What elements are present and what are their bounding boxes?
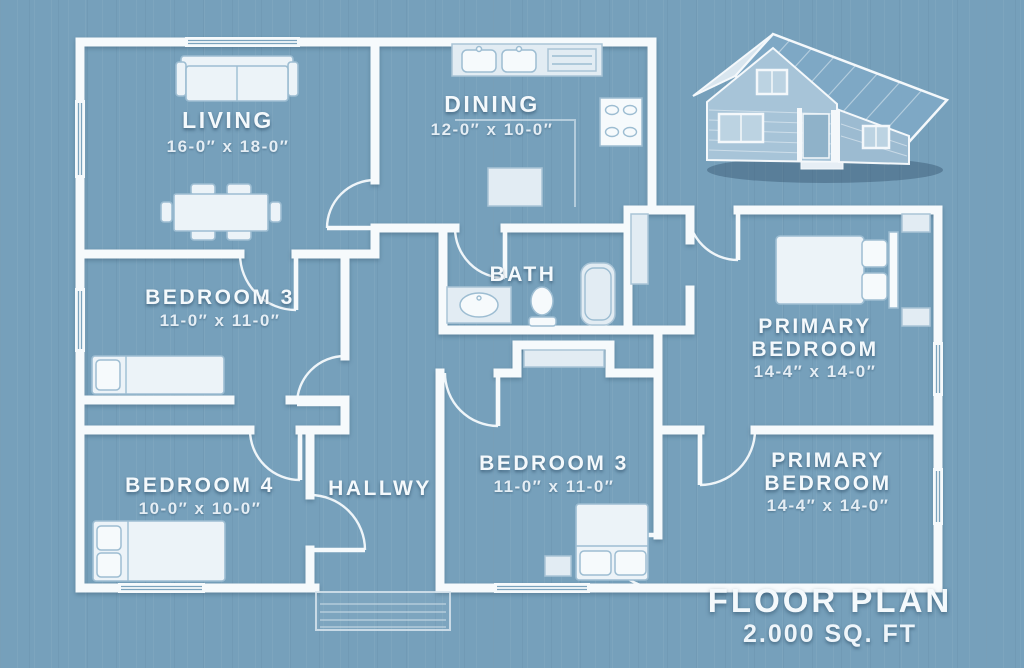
window-icon — [933, 468, 943, 525]
nightstand-icon — [901, 307, 931, 327]
room-label-hallway: HALLWY — [328, 477, 432, 500]
floor-plan-area: 2.000 SQ. FT — [743, 620, 917, 648]
door-arc-icon — [453, 227, 508, 280]
door-arc-icon — [295, 354, 346, 407]
room-dims-bedroom4: 10-0″ x 10-0″ — [139, 499, 262, 518]
door-arc-icons — [238, 178, 757, 590]
room-label-primary-top-2: BEDROOM — [751, 338, 878, 361]
nightstand-icon — [901, 213, 931, 233]
closet-shelf-icon — [523, 349, 605, 368]
room-label-dining: DINING — [444, 91, 540, 117]
door-arc-icon — [325, 178, 376, 231]
bed-icon — [544, 503, 649, 581]
sofa-icon — [175, 55, 299, 102]
closet-shelf-icon — [630, 213, 649, 285]
door-arc-icon — [443, 372, 501, 428]
nightstand-icon — [544, 555, 572, 577]
window-icon — [118, 583, 205, 593]
door-arc-icon — [248, 429, 303, 482]
toilet-icon — [528, 286, 557, 327]
room-dims-dining: 12-0″ x 10-0″ — [431, 120, 554, 139]
window-icon — [75, 100, 85, 178]
bed-icon — [92, 520, 226, 582]
kitchen-sink-icon — [451, 43, 603, 77]
room-label-bath: BATH — [490, 263, 557, 286]
room-label-primary-top-1: PRIMARY — [758, 315, 872, 338]
window-icon — [933, 342, 943, 396]
window-icons — [75, 37, 943, 593]
vanity-sink-icon — [446, 286, 512, 324]
door-arc-icon — [697, 429, 757, 487]
room-label-primary-bottom-2: BEDROOM — [764, 472, 891, 495]
kitchen-counter-line — [455, 119, 576, 207]
floor-plan-title: FLOOR PLAN — [708, 582, 952, 619]
bed-icon — [775, 213, 931, 327]
window-icon — [75, 288, 85, 352]
bathtub-icon — [580, 262, 616, 326]
room-label-living: LIVING — [182, 107, 274, 133]
door-arc-icon — [309, 493, 367, 553]
isometric-house-icon — [692, 32, 950, 183]
furniture-layer — [91, 43, 931, 631]
room-label-bedroom4: BEDROOM 4 — [125, 474, 275, 497]
room-label-bedroom3-top: BEDROOM 3 — [145, 286, 295, 309]
room-dims-bedroom3-top: 11-0″ x 11-0″ — [160, 311, 281, 330]
room-label-bedroom3-bottom: BEDROOM 3 — [479, 452, 629, 475]
dining-table-icon — [160, 183, 282, 241]
room-dims-bedroom3-bottom: 11-0″ x 11-0″ — [494, 477, 615, 496]
stove-icon — [599, 97, 643, 147]
door-arc-icon — [686, 209, 741, 262]
wall-layer — [75, 37, 943, 593]
window-icon — [185, 37, 300, 47]
door-arc-icon — [238, 253, 299, 312]
room-label-primary-bottom-1: PRIMARY — [771, 449, 885, 472]
room-dims-living: 16-0″ x 18-0″ — [167, 137, 290, 156]
kitchen-island-icon — [487, 167, 543, 207]
room-dims-primary-top: 14-4″ x 14-0″ — [754, 362, 877, 381]
porch-steps-icon — [315, 591, 451, 631]
label-layer: LIVING 16-0″ x 18-0″ DINING 12-0″ x 10-0… — [125, 91, 952, 648]
room-dims-primary-bottom: 14-4″ x 14-0″ — [767, 496, 890, 515]
window-icon — [494, 583, 590, 593]
bed-icon — [91, 355, 225, 395]
